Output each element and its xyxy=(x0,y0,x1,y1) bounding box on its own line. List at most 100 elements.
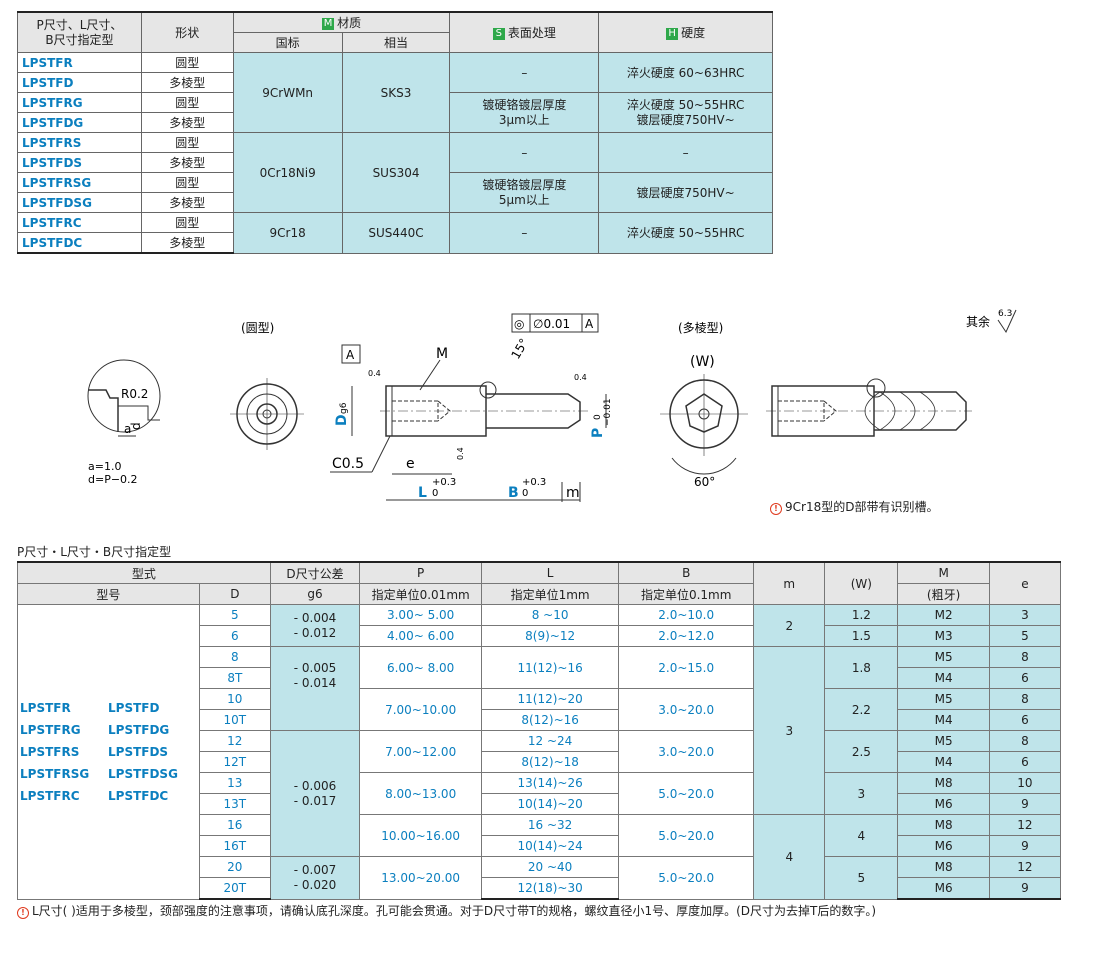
material-national: 9Cr18 xyxy=(232,212,343,254)
header-p-unit: 指定单位0.01mm xyxy=(359,583,483,605)
w-dim: (W) xyxy=(690,354,715,370)
w-value: 4 xyxy=(824,814,899,857)
type-code: LPSTFDC xyxy=(17,232,142,254)
tol-value: - 0.007 - 0.020 xyxy=(269,856,361,900)
poly-type-label: (多棱型) xyxy=(678,320,723,335)
a-label: a xyxy=(124,422,131,436)
shape-cell: 多棱型 xyxy=(140,112,234,133)
angle-60: 60° xyxy=(694,475,715,489)
surface-cell: – xyxy=(449,212,600,254)
b-value: 2.0~12.0 xyxy=(618,625,755,647)
shape-cell: 圆型 xyxy=(140,92,234,113)
p-tol-lo: −0.01 xyxy=(603,398,613,426)
type-code: LPSTFR xyxy=(17,52,142,73)
header-l: L xyxy=(481,561,620,584)
l-value: 20 ~40 xyxy=(481,856,620,878)
surface-cell: 镀硬铬镀层厚度 5μm以上 xyxy=(449,172,600,213)
e-value: 6 xyxy=(988,709,1062,731)
p-value: 8.00~13.00 xyxy=(359,772,483,815)
p-value: 10.00~16.00 xyxy=(359,814,483,857)
thread-value: M6 xyxy=(897,877,990,900)
e-value: 10 xyxy=(988,772,1062,794)
thread-value: M8 xyxy=(897,772,990,794)
p-tol-up: 0 xyxy=(593,414,603,420)
m-value: 2 xyxy=(753,604,826,647)
polygon-end-view: (多棱型) (W) 60° xyxy=(660,320,748,489)
material-equiv: SUS440C xyxy=(341,212,451,254)
e-value: 3 xyxy=(988,604,1062,626)
w-value: 1.5 xyxy=(824,625,899,647)
tol-value: - 0.005 - 0.014 xyxy=(269,646,361,731)
thread-value: M2 xyxy=(897,604,990,626)
header-national: 国标 xyxy=(232,32,343,53)
w-value: 1.2 xyxy=(824,604,899,626)
roughness-3: 0.4 xyxy=(456,447,465,460)
surface-cell: – xyxy=(449,52,600,93)
e-value: 9 xyxy=(988,835,1062,857)
b-value: 3.0~20.0 xyxy=(618,730,755,773)
e-value: 8 xyxy=(988,688,1062,710)
header-l-unit: 指定单位1mm xyxy=(481,583,620,605)
warning-icon: ! xyxy=(17,907,29,919)
shape-cell: 圆型 xyxy=(140,52,234,73)
l-value: 8(12)~16 xyxy=(481,709,620,731)
shape-cell: 多棱型 xyxy=(140,192,234,213)
dimension-table: 型式 D尺寸公差 P L B m (W) M e 型号 D g6 指定单位0.0… xyxy=(17,561,1062,900)
l-value: 12 ~24 xyxy=(481,730,620,752)
l-tol-up: +0.3 xyxy=(432,477,456,488)
e-value: 12 xyxy=(988,814,1062,836)
tol-value: - 0.006 - 0.017 xyxy=(269,730,361,857)
p-value: 4.00~ 6.00 xyxy=(359,625,483,647)
l-value: 8(12)~18 xyxy=(481,751,620,773)
e-value: 9 xyxy=(988,877,1062,900)
b-value: 5.0~20.0 xyxy=(618,856,755,900)
e-value: 12 xyxy=(988,856,1062,878)
w-value: 3 xyxy=(824,772,899,815)
l-value: 12(18)~30 xyxy=(481,877,620,900)
warning-icon: ! xyxy=(770,503,782,515)
w-value: 2.5 xyxy=(824,730,899,773)
surface-cell: 镀硬铬镀层厚度 3μm以上 xyxy=(449,92,600,133)
d-value: 12 xyxy=(198,730,271,752)
type-code: LPSTFD xyxy=(17,72,142,93)
p-value: 7.00~10.00 xyxy=(359,688,483,731)
surface-cell: – xyxy=(449,132,600,173)
tolerance-ref: A xyxy=(585,317,594,331)
d-value: 13 xyxy=(198,772,271,794)
model-code: LPSTFD xyxy=(108,700,160,715)
shape-cell: 多棱型 xyxy=(140,152,234,173)
shape-cell: 多棱型 xyxy=(140,72,234,93)
m-value: 3 xyxy=(753,646,826,815)
r02-label: R0.2 xyxy=(121,387,148,401)
tolerance-value: ∅0.01 xyxy=(533,317,570,331)
model-code: LPSTFDSG xyxy=(108,766,178,781)
identification-note: !9Cr18型的D部带有识别槽。 xyxy=(770,498,938,515)
type-code: LPSTFRSG xyxy=(17,172,142,193)
d-value: 10T xyxy=(198,709,271,731)
thread-value: M8 xyxy=(897,856,990,878)
b-value: 2.0~15.0 xyxy=(618,646,755,689)
model-code: LPSTFDC xyxy=(108,788,169,803)
d-value: 10 xyxy=(198,688,271,710)
b-value: 2.0~10.0 xyxy=(618,604,755,626)
rest-label: 其余 xyxy=(966,314,990,329)
header-equiv: 相当 xyxy=(341,32,451,53)
shape-cell: 多棱型 xyxy=(140,232,234,254)
roughness-1: 0.4 xyxy=(368,369,381,378)
model-code: LPSTFDS xyxy=(108,744,169,759)
concentricity-icon: ◎ xyxy=(514,317,524,331)
thread-value: M5 xyxy=(897,730,990,752)
thread-value: M8 xyxy=(897,814,990,836)
b-value: 5.0~20.0 xyxy=(618,772,755,815)
header-model: 型号 xyxy=(17,583,200,605)
w-value: 2.2 xyxy=(824,688,899,731)
d-value: 8T xyxy=(198,667,271,689)
m-value: 4 xyxy=(753,814,826,900)
shape-cell: 圆型 xyxy=(140,212,234,233)
type-code: LPSTFRG xyxy=(17,92,142,113)
d-value: 20T xyxy=(198,877,271,900)
e-value: 6 xyxy=(988,667,1062,689)
rest-roughness: 6.3 xyxy=(998,309,1012,319)
model-code: LPSTFRC xyxy=(20,788,80,803)
